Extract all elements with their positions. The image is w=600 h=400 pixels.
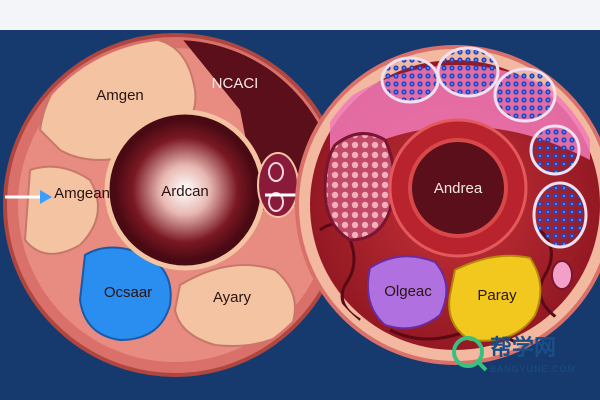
left-cell: Amgen NCACI Ardcan Amgean Ocsaar Ayary <box>3 33 347 377</box>
mesh-organelle <box>323 132 396 242</box>
left-arrow-head <box>40 190 52 204</box>
label-ocsaar: Ocsaar <box>104 284 152 301</box>
blue-cluster-1 <box>380 56 440 104</box>
watermark-subtitle: BANGYUNE.COM <box>490 364 576 374</box>
label-ayary: Ayary <box>213 289 252 306</box>
purple-organelle <box>366 255 448 330</box>
vesicle-ring-top <box>268 162 284 182</box>
right-cell: Andrea Olgeac Paray <box>295 45 600 365</box>
label-amgean: Amgean <box>54 185 110 202</box>
vesicle-ring-bottom <box>268 192 284 212</box>
blue-cluster-3 <box>493 67 557 123</box>
label-ardcan: Ardcan <box>161 183 209 200</box>
label-olgeac: Olgeac <box>384 283 432 300</box>
left-nucleus-core <box>115 120 255 260</box>
label-amgen: Amgen <box>96 87 144 104</box>
label-paray: Paray <box>477 287 517 304</box>
small-vesicle <box>551 260 573 290</box>
blue-cluster-5 <box>532 181 588 249</box>
label-ncaci: NCACI <box>212 75 259 92</box>
watermark: 帮学网 BANGYUNE.COM <box>452 335 576 374</box>
top-band <box>0 0 600 30</box>
blue-clusters <box>380 46 588 249</box>
right-nucleus <box>408 138 508 238</box>
blue-cluster-4 <box>529 124 581 176</box>
peach-organelle-left <box>23 165 99 255</box>
label-andrea: Andrea <box>434 180 483 197</box>
watermark-logo-icon <box>452 336 484 368</box>
yellow-organelle <box>448 254 542 342</box>
watermark-logo-handle <box>474 358 488 372</box>
watermark-title: 帮学网 <box>490 335 556 360</box>
blue-cluster-2 <box>436 46 500 98</box>
blue-organelle <box>78 246 172 342</box>
